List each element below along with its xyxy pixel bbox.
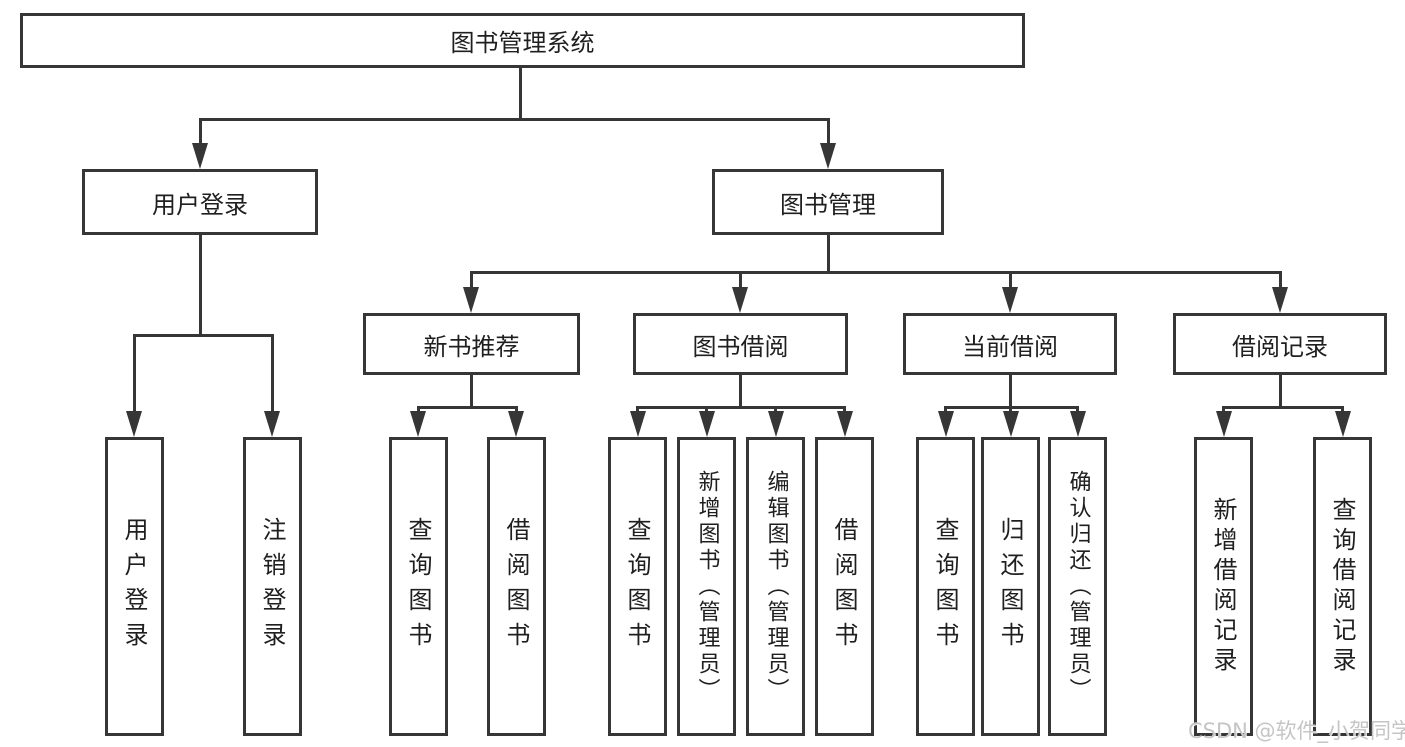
leaf-current-return: 归还图书 xyxy=(981,437,1040,736)
node-book-mgmt: 图书管理 xyxy=(712,169,944,235)
leaf-newbooks-borrow: 借阅图书 xyxy=(487,437,546,736)
connector-book-borrow-leaf2 xyxy=(774,406,777,414)
arrowhead-to-user-login xyxy=(192,143,208,169)
leaf-records-add: 新增借阅记录 xyxy=(1194,437,1253,736)
leaf-newbooks-query: 查询图书 xyxy=(389,437,448,736)
node-user-login: 用户登录 xyxy=(82,169,318,235)
connector-borrow-records-leaf0 xyxy=(1222,406,1225,414)
connector-current-borrow-stem xyxy=(1009,375,1012,409)
connector-book-borrow-leaf0 xyxy=(636,406,639,414)
connector-new-books-stem xyxy=(470,375,473,409)
connector-book-borrow-branch xyxy=(636,406,845,409)
connector-to-book-mgmt xyxy=(827,118,830,145)
node-new-books: 新书推荐 xyxy=(363,313,580,375)
connector-to-book-borrow xyxy=(739,271,742,289)
connector-current-borrow-leaf0 xyxy=(944,406,947,414)
leaf-user-login: 用户登录 xyxy=(105,437,164,736)
arrowhead-new-books-leaf0 xyxy=(410,411,426,437)
arrowhead-book-borrow-leaf2 xyxy=(768,411,784,437)
leaf-borrow-query: 查询图书 xyxy=(608,437,667,736)
arrowhead-to-current-borrow xyxy=(1002,287,1018,313)
node-new-books-label: 新书推荐 xyxy=(423,332,520,361)
connector-to-new-books xyxy=(470,271,473,289)
connector-new-books-leaf1 xyxy=(515,406,518,414)
arrowhead-to-borrow-records xyxy=(1272,287,1288,313)
arrowhead-borrow-records-leaf1 xyxy=(1335,411,1351,437)
node-book-borrow: 图书借阅 xyxy=(633,313,848,375)
node-borrow-records: 借阅记录 xyxy=(1173,313,1387,375)
connector-user-login-branch xyxy=(133,334,274,337)
node-root: 图书管理系统 xyxy=(20,13,1025,68)
leaf-borrow-borrow: 借阅图书 xyxy=(815,437,874,736)
leaf-current-query: 查询图书 xyxy=(916,437,975,736)
connector-book-mgmt-branch xyxy=(470,271,1281,274)
leaf-borrow-edit: 编辑图书（管理员） xyxy=(746,437,805,736)
connector-book-borrow-leaf1 xyxy=(705,406,708,414)
arrowhead-current-borrow-leaf0 xyxy=(938,411,954,437)
connector-user-login-stem xyxy=(199,235,202,336)
arrowhead-book-borrow-leaf3 xyxy=(837,411,853,437)
connector-book-borrow-stem xyxy=(739,375,742,409)
arrowhead-to-book-mgmt xyxy=(820,143,836,169)
connector-to-borrow-records xyxy=(1279,271,1282,289)
connector-book-mgmt-stem xyxy=(827,235,830,274)
arrowhead-to-new-books xyxy=(463,287,479,313)
leaf-newbooks-borrow-label: 借阅图书 xyxy=(502,516,530,657)
connector-to-user-login xyxy=(199,118,202,145)
arrowhead-borrow-records-leaf0 xyxy=(1216,411,1232,437)
node-user-login-label: 用户登录 xyxy=(152,190,248,219)
connector-current-borrow-leaf2 xyxy=(1076,406,1079,414)
arrowhead-user-login-leaf1 xyxy=(264,411,280,437)
node-current-borrow: 当前借阅 xyxy=(903,313,1117,375)
node-root-label: 图书管理系统 xyxy=(450,29,595,57)
arrowhead-book-borrow-leaf0 xyxy=(630,411,646,437)
connector-root-branch xyxy=(199,118,830,121)
leaf-records-query: 查询借阅记录 xyxy=(1313,437,1372,736)
leaf-logout-label: 注销登录 xyxy=(258,516,286,657)
node-borrow-records-label: 借阅记录 xyxy=(1232,332,1328,361)
leaf-current-confirm: 确认归还（管理员） xyxy=(1048,437,1107,736)
connector-book-borrow-leaf3 xyxy=(843,406,846,414)
connector-borrow-records-branch xyxy=(1222,406,1344,409)
node-current-borrow-label: 当前借阅 xyxy=(962,332,1058,361)
leaf-user-login-label: 用户登录 xyxy=(120,516,148,657)
node-book-borrow-label: 图书借阅 xyxy=(692,332,789,361)
leaf-borrow-borrow-label: 借阅图书 xyxy=(830,516,858,657)
leaf-current-confirm-label: 确认归还（管理员） xyxy=(1065,469,1091,704)
leaf-borrow-query-label: 查询图书 xyxy=(623,516,651,657)
leaf-records-query-label: 查询借阅记录 xyxy=(1328,496,1356,677)
connector-new-books-leaf0 xyxy=(417,406,420,414)
connector-borrow-records-stem xyxy=(1279,375,1282,409)
connector-user-login-leaf1 xyxy=(271,334,274,412)
leaf-records-add-label: 新增借阅记录 xyxy=(1209,496,1237,677)
arrowhead-current-borrow-leaf1 xyxy=(1003,411,1019,437)
connector-borrow-records-leaf1 xyxy=(1341,406,1344,414)
leaf-current-query-label: 查询图书 xyxy=(931,516,959,657)
leaf-current-return-label: 归还图书 xyxy=(996,516,1024,657)
connector-root-stem xyxy=(519,68,522,120)
leaf-borrow-add: 新增图书（管理员） xyxy=(677,437,736,736)
node-book-mgmt-label: 图书管理 xyxy=(780,190,876,219)
connector-current-borrow-leaf1 xyxy=(1009,406,1012,414)
arrowhead-book-borrow-leaf1 xyxy=(699,411,715,437)
arrowhead-new-books-leaf1 xyxy=(508,411,524,437)
watermark: CSDN @软件_小贺同学 xyxy=(1188,719,1405,743)
connector-user-login-leaf0 xyxy=(133,334,136,412)
leaf-borrow-add-label: 新增图书（管理员） xyxy=(694,469,720,704)
connector-new-books-branch xyxy=(417,406,518,409)
arrowhead-user-login-leaf0 xyxy=(126,411,142,437)
leaf-newbooks-query-label: 查询图书 xyxy=(404,516,432,657)
arrowhead-to-book-borrow xyxy=(732,287,748,313)
arrowhead-current-borrow-leaf2 xyxy=(1070,411,1086,437)
connector-to-current-borrow xyxy=(1009,271,1012,289)
leaf-logout: 注销登录 xyxy=(243,437,302,736)
leaf-borrow-edit-label: 编辑图书（管理员） xyxy=(763,469,789,704)
